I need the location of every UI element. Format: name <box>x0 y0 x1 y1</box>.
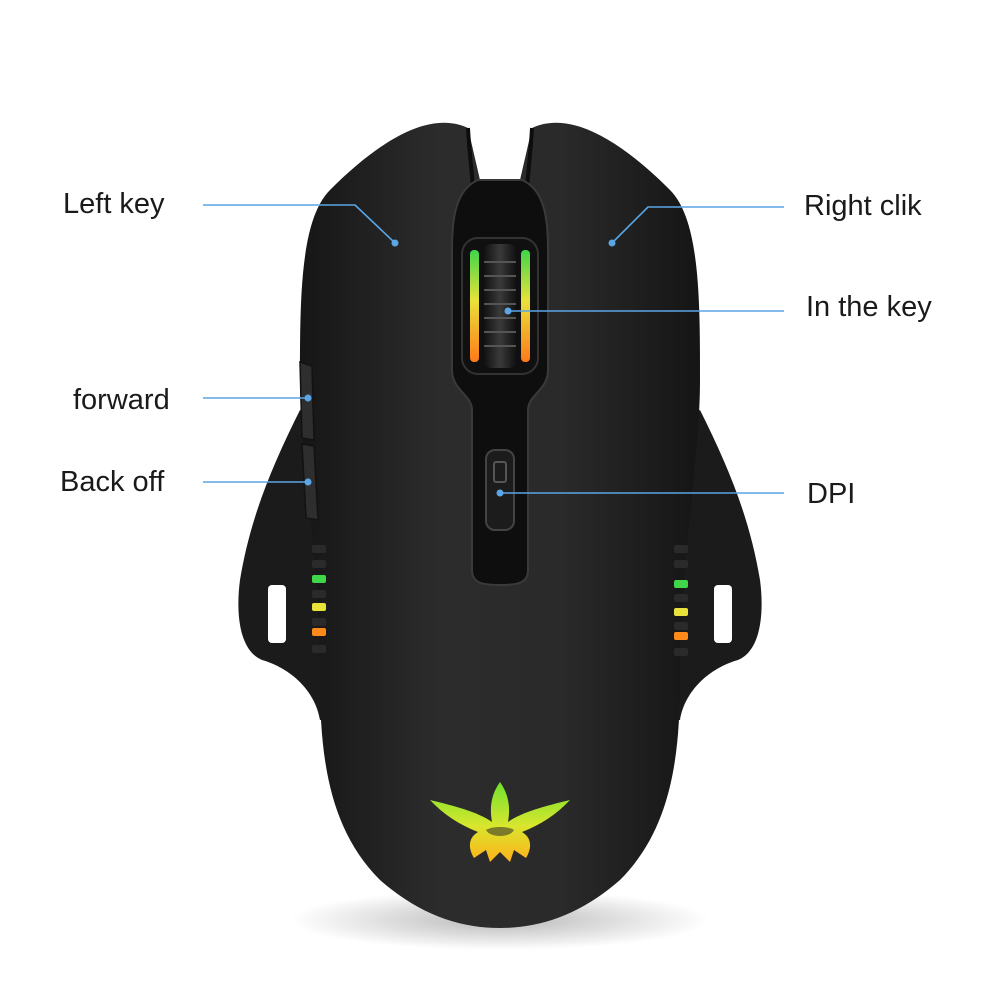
dot-dpi <box>496 489 504 497</box>
scroll-wheel-glow-left <box>470 250 479 362</box>
dot-back-off <box>304 478 312 486</box>
left-wing-slot <box>268 585 286 643</box>
right-side-grip <box>670 410 762 720</box>
right-rgb-vents <box>674 545 688 656</box>
label-dpi: DPI <box>807 478 856 510</box>
left-rgb-vents <box>312 545 326 653</box>
leader-right-click <box>611 206 784 244</box>
label-left-key: Left key <box>63 188 165 220</box>
dot-in-the-key <box>504 307 512 315</box>
scroll-wheel-ridges <box>484 261 516 347</box>
leader-left-key <box>203 204 396 244</box>
dot-right-click <box>608 239 616 247</box>
callout-lines <box>203 204 784 494</box>
callout-dots <box>304 239 616 497</box>
scroll-wheel-glow-right <box>521 250 530 362</box>
dpi-button-mark <box>493 461 507 483</box>
right-wing-slot <box>714 585 732 643</box>
label-in-the-key: In the key <box>806 291 932 323</box>
label-right-click: Right clik <box>804 190 922 222</box>
dot-forward <box>304 394 312 402</box>
label-forward: forward <box>73 384 170 416</box>
dot-left-key <box>391 239 399 247</box>
label-back-off: Back off <box>60 466 165 498</box>
phoenix-logo-icon <box>430 782 570 862</box>
